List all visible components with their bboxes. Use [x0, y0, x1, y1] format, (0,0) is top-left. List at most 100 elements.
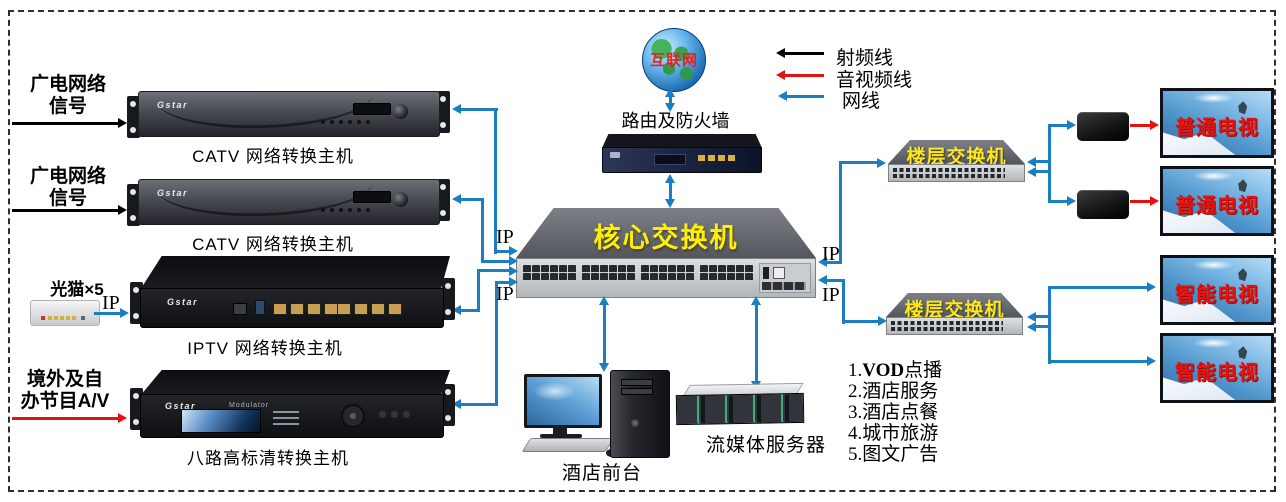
cable-catv2-h1 [460, 198, 484, 201]
set-top-box-2 [1077, 190, 1129, 219]
cable-iptv-h2 [477, 269, 509, 272]
set-top-box-1 [1077, 112, 1129, 141]
ip-label-left-bottom: IP [496, 283, 514, 305]
cable-stb1-arrowhead [1067, 120, 1076, 130]
net-cable-tv3-arrowhead [1147, 282, 1156, 292]
legend-net-arrow-icon [778, 91, 787, 101]
floor-switch-top-label: 楼层交换机 [906, 147, 1007, 168]
feature-item: 4.城市旅游 [848, 423, 939, 444]
media-server [675, 382, 807, 431]
cable-fsw1-in2 [1035, 170, 1051, 173]
monitor-base [540, 434, 582, 438]
av-cable-tv1-arrowhead [1150, 120, 1159, 130]
cable-fsw1-in2-arrowhead [1027, 167, 1036, 177]
front-desk-computer [518, 368, 670, 458]
card-slot [353, 191, 391, 203]
switch-ports-row1 [891, 321, 1003, 325]
keyboard [521, 438, 615, 452]
core-switch-uplink-panel [759, 263, 811, 293]
router-firewall-device [602, 134, 762, 173]
cable-stb2-arrowhead [1067, 196, 1076, 206]
floor-switch-front [886, 317, 1023, 335]
cable-iptv-arrowhead [452, 305, 461, 315]
cable-catv2-riser [481, 198, 484, 263]
cable-catv1-riser [494, 108, 497, 254]
floor-switch-front [888, 164, 1025, 182]
cable-stb1 [1051, 124, 1069, 127]
dpad-buttons [341, 404, 365, 428]
firewall-ports [698, 155, 735, 161]
ip-label-right-bottom: IP [822, 284, 840, 306]
cable-fsw2-h2 [842, 320, 880, 323]
cable-fsw2-in1 [1035, 315, 1051, 318]
rack-ear-right [437, 91, 450, 133]
cable-fsw1-arrowhead [877, 158, 886, 168]
brand-logo: Gstar [165, 401, 197, 411]
cable-iptv-h1 [460, 309, 480, 312]
core-switch-front-face [516, 258, 816, 298]
modem-label: 光猫×5 [50, 280, 104, 299]
server-front-face [675, 392, 805, 426]
cable-router-core-arrow-down [665, 199, 675, 208]
usb-port [255, 300, 265, 315]
net-cable-tv3 [1051, 286, 1149, 289]
legend-rf-line [784, 52, 824, 55]
rack-ear-right [442, 278, 455, 320]
catv1-input-label: 广电网络 信号 [29, 74, 106, 117]
modulator-label: 八路高标清转换主机 [187, 449, 349, 468]
legend-av-line [784, 74, 824, 77]
floor-switch-bottom: 楼层交换机 [886, 293, 1023, 335]
skier-graphic [1238, 101, 1248, 115]
router-firewall-label: 路由及防火墙 [621, 111, 730, 131]
device-top-face [140, 370, 450, 396]
cable-iptv-core-arrowhead [509, 266, 518, 276]
cable-catv1-core-arrowhead [509, 246, 518, 256]
av-input-label: 境外及自 办节目A/V [20, 369, 110, 412]
core-switch-label: 核心交换机 [593, 223, 739, 253]
cable-internet-router [669, 95, 672, 106]
cable-catv1-h2 [494, 250, 510, 253]
front-buttons [321, 208, 325, 212]
rf-cable-2-arrowhead [118, 205, 127, 215]
cable-fsw2-in2 [1035, 325, 1051, 328]
modem-ip-label: IP [102, 292, 120, 314]
power-button [631, 419, 639, 427]
model-text: Modulator [229, 402, 270, 409]
legend-rf-label: 射频线 [836, 48, 894, 69]
brand-logo: Gstar [157, 100, 189, 110]
rj45-ports-group1 [273, 303, 338, 315]
tv-normal-2: 普通电视 [1160, 166, 1274, 236]
cable-fsw2-arrowhead [878, 316, 887, 326]
rack-ear-right [442, 384, 455, 426]
front-desk-label: 酒店前台 [561, 463, 642, 484]
cable-iptv-riser [477, 271, 480, 312]
legend-rf-arrow-icon [776, 48, 785, 58]
rack-ear-left [130, 282, 143, 324]
feature-item: 3.酒店点餐 [848, 402, 939, 423]
internet-label: 互联网 [649, 52, 698, 69]
catv-converter-1: Gstar [125, 61, 457, 142]
brand-logo: Gstar [157, 188, 189, 198]
floor-switch-top: 楼层交换机 [888, 140, 1025, 182]
feature-list: 1.VOD点播 2.酒店服务 3.酒店点餐 4.城市旅游 5.图文广告 [848, 360, 942, 465]
pc-tower [610, 370, 670, 458]
cable-modulator-core-arrowhead [509, 277, 518, 287]
cable-frontdesk-arrow-down [599, 363, 609, 372]
cable-internet-router-arrow-up [665, 88, 675, 97]
legend-av-arrow-icon [776, 70, 785, 80]
usb-port [763, 267, 769, 279]
core-switch-top-face [516, 208, 816, 258]
legend-av-label: 音视频线 [836, 70, 913, 91]
cable-fsw1-h1 [826, 261, 842, 264]
card-slot [353, 103, 391, 115]
ip-label-right-top: IP [822, 243, 840, 265]
feature-item: 5.图文广告 [848, 444, 939, 465]
switch-ports-row2 [893, 174, 1005, 178]
legend-net-line [786, 95, 824, 98]
av-cable [12, 417, 120, 420]
rf-cable-2 [12, 209, 120, 212]
optical-drive [621, 388, 653, 395]
floor-switch-top-face [888, 140, 1025, 164]
port-group [641, 265, 694, 280]
